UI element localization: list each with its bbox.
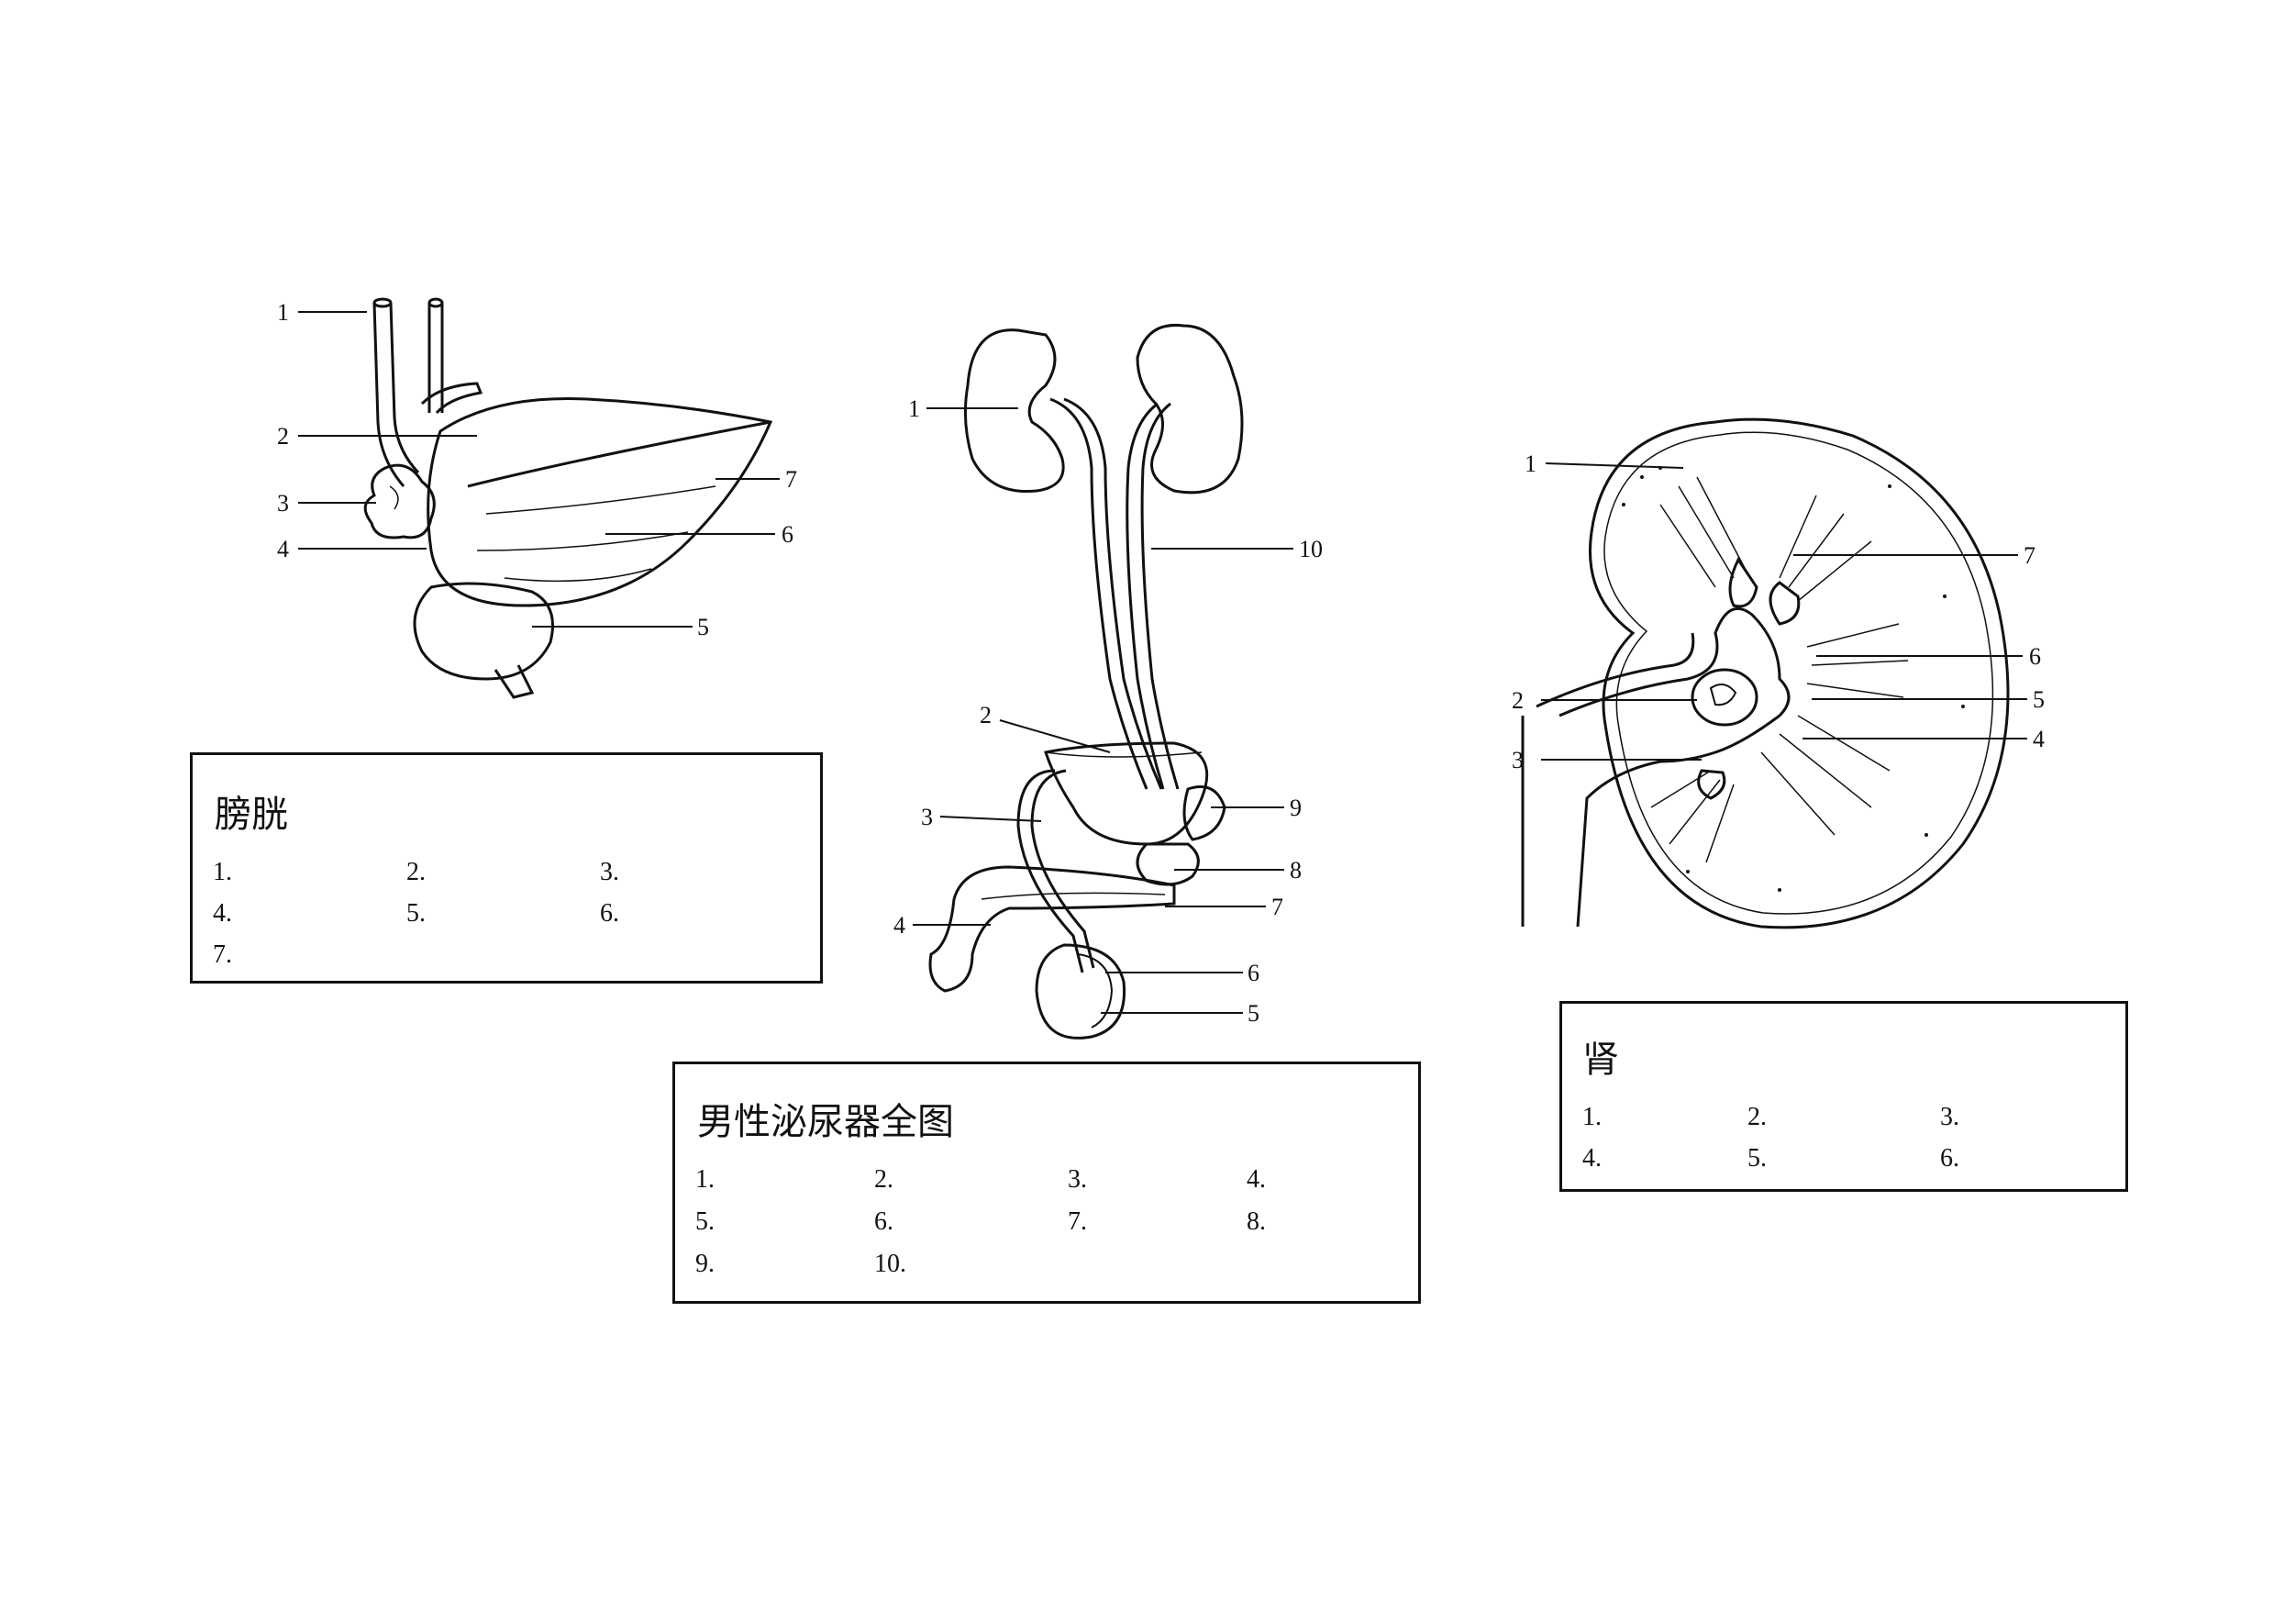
bladder-blank-3[interactable]: 3. (600, 858, 619, 886)
kidney-drawing: 1 2 3 4 5 6 7 (1512, 417, 2045, 929)
kidney-label-6: 6 (2029, 643, 2041, 670)
urinary-system-drawing: 1 2 3 4 5 6 7 8 9 10 (893, 323, 1323, 1040)
bladder-blank-2[interactable]: 2. (406, 858, 426, 886)
kidney-label-1: 1 (1525, 450, 1536, 477)
bladder-blank-6[interactable]: 6. (600, 899, 619, 928)
bladder-blank-4[interactable]: 4. (213, 899, 232, 928)
kidney-blank-6[interactable]: 6. (1940, 1144, 1959, 1173)
system-blank-6[interactable]: 6. (874, 1207, 893, 1236)
system-label-8: 8 (1290, 857, 1302, 884)
bladder-label-1: 1 (277, 299, 289, 326)
kidney-box-title: 肾 (1582, 1039, 1619, 1081)
kidney-label-3: 3 (1512, 747, 1524, 773)
system-blank-10[interactable]: 10. (874, 1250, 906, 1278)
kidney-blank-5[interactable]: 5. (1747, 1144, 1767, 1173)
system-blank-3[interactable]: 3. (1068, 1165, 1087, 1194)
bladder-figure: 1 2 3 4 5 6 7 (257, 275, 826, 706)
system-blank-8[interactable]: 8. (1247, 1207, 1266, 1236)
system-label-1: 1 (908, 395, 920, 422)
kidney-blank-3[interactable]: 3. (1940, 1103, 1959, 1131)
bladder-label-7: 7 (785, 466, 797, 493)
bladder-label-4: 4 (277, 536, 289, 562)
kidney-label-2: 2 (1512, 687, 1524, 714)
kidney-figure: 1 2 3 4 5 6 7 (1504, 413, 2073, 945)
system-label-5: 5 (1248, 1000, 1259, 1027)
kidney-label-7: 7 (2024, 542, 2035, 569)
system-label-3: 3 (921, 804, 933, 830)
system-label-9: 9 (1290, 795, 1302, 821)
bladder-box-title: 膀胱 (215, 794, 288, 836)
bladder-blank-1[interactable]: 1. (213, 858, 232, 886)
kidney-blank-2[interactable]: 2. (1747, 1103, 1767, 1131)
kidney-label-4: 4 (2033, 726, 2045, 752)
kidney-blank-1[interactable]: 1. (1582, 1103, 1602, 1131)
kidney-label-5: 5 (2033, 686, 2045, 713)
bladder-label-3: 3 (277, 490, 289, 517)
bladder-answer-box: 膀胱 1. 2. 3. 4. 5. 6. 7. (190, 752, 823, 984)
bladder-blank-7[interactable]: 7. (213, 940, 232, 969)
kidney-answer-box: 肾 1. 2. 3. 4. 5. 6. (1559, 1001, 2128, 1192)
system-label-7: 7 (1271, 894, 1283, 920)
bladder-drawing: 1 2 3 4 5 6 7 (277, 297, 797, 699)
urinary-system-figure: 1 2 3 4 5 6 7 8 9 10 (871, 312, 1422, 1046)
system-blank-5[interactable]: 5. (695, 1207, 715, 1236)
system-blank-4[interactable]: 4. (1247, 1165, 1266, 1194)
bladder-label-2: 2 (277, 423, 289, 450)
system-label-6: 6 (1248, 960, 1259, 986)
bladder-label-5: 5 (697, 614, 709, 640)
system-blank-7[interactable]: 7. (1068, 1207, 1087, 1236)
system-box-title: 男性泌尿器全图 (697, 1101, 954, 1143)
bladder-blank-5[interactable]: 5. (406, 899, 426, 928)
kidney-blank-4[interactable]: 4. (1582, 1144, 1602, 1173)
system-blank-1[interactable]: 1. (695, 1165, 715, 1194)
system-blank-9[interactable]: 9. (695, 1250, 715, 1278)
system-label-10: 10 (1299, 536, 1323, 562)
system-label-4: 4 (893, 912, 905, 939)
urinary-system-answer-box: 男性泌尿器全图 1. 2. 3. 4. 5. 6. 7. 8. 9. 10. (672, 1062, 1421, 1304)
system-label-2: 2 (980, 702, 992, 728)
bladder-label-6: 6 (782, 521, 793, 548)
system-blank-2[interactable]: 2. (874, 1165, 893, 1194)
